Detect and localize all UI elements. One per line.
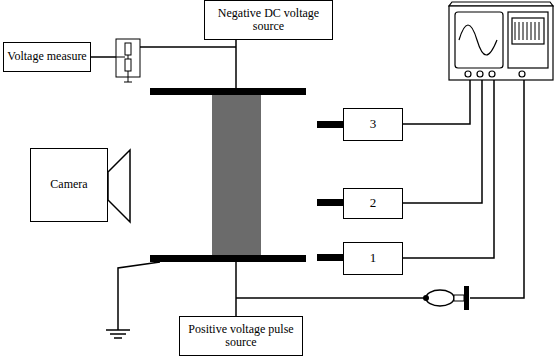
sensor-box: 1	[343, 242, 403, 275]
camera-box: Camera	[30, 148, 108, 222]
source-box: Negative DC voltage source	[204, 0, 333, 40]
divider-wire	[116, 57, 125, 58]
ground-symbol	[110, 333, 126, 335]
sensor-wire	[403, 80, 482, 203]
discharge-column	[212, 95, 261, 255]
ground-symbol	[106, 329, 130, 331]
sensor-box: 2	[343, 188, 403, 219]
sensor-probe	[317, 199, 343, 206]
node-label: 3	[370, 117, 377, 131]
ground-symbol	[114, 337, 122, 339]
current-probe	[423, 286, 469, 310]
ground-symbol	[124, 82, 132, 83]
node-label: Negative DC voltage source	[205, 7, 332, 33]
probe-signal-wire	[470, 80, 524, 298]
measure-box: Voltage measure	[3, 42, 91, 72]
divider-wire	[128, 71, 129, 82]
source-box: Positive voltage pulse source	[179, 316, 303, 356]
measure-wire	[88, 56, 116, 58]
top-electrode	[150, 88, 306, 95]
sensor-box: 3	[343, 108, 403, 141]
node-label: Camera	[50, 178, 87, 191]
sensor-probe	[317, 254, 343, 261]
pulse-wire	[235, 260, 237, 318]
camera-lens	[108, 150, 130, 222]
node-label: 2	[370, 196, 377, 210]
node-label: Voltage measure	[7, 50, 86, 63]
node-label: 1	[370, 251, 377, 265]
sensor-wire	[403, 80, 470, 124]
divider-wire	[128, 39, 236, 47]
bottom-electrode	[150, 255, 306, 262]
sensor-wire	[403, 80, 494, 258]
resistor-symbol	[125, 43, 131, 55]
oscilloscope	[449, 2, 553, 80]
probe-wire	[236, 297, 426, 299]
sensor-probe	[317, 121, 343, 128]
node-label: Positive voltage pulse source	[180, 323, 302, 349]
divider-wire	[128, 55, 129, 59]
ground-wire	[118, 262, 160, 330]
resistor-symbol	[125, 59, 131, 71]
